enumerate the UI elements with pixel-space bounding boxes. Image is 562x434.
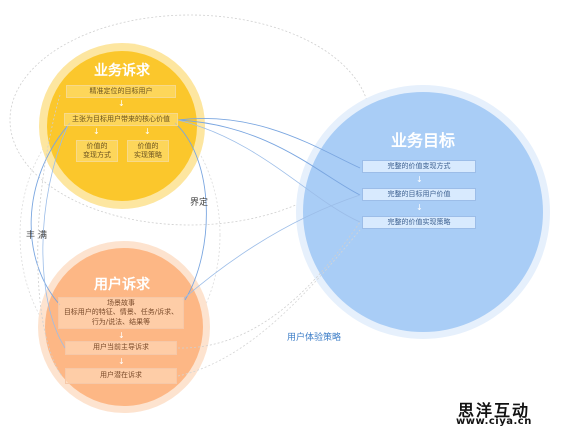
- goal-strategy-box[interactable]: 完整的价值实现策略: [362, 216, 476, 229]
- enrich-label: 丰满: [26, 231, 51, 241]
- goal-user-value-box[interactable]: 完整的目标用户价值: [362, 188, 476, 201]
- down-arrow-icon: ↓: [118, 357, 125, 366]
- link-core-to-scene-left: [30, 122, 71, 306]
- user-demand-title: 用户诉求: [94, 277, 150, 293]
- business-demand-title: 业务诉求: [94, 63, 150, 79]
- link-potential-left: [37, 94, 63, 377]
- monetize-box[interactable]: 价值的变现方式: [76, 140, 118, 162]
- down-arrow-icon: ↓: [118, 99, 125, 108]
- goal-monetize-box[interactable]: 完整的价值变现方式: [362, 160, 476, 173]
- target-user-box[interactable]: 精准定位的目标用户: [66, 85, 176, 98]
- down-arrow-icon: ↓: [144, 127, 151, 136]
- business-goal-circle: [303, 92, 543, 332]
- scene-story-detail-1: 目标用户的特征、情景、任务/诉求、: [63, 308, 179, 317]
- strategy-box[interactable]: 价值的实现策略: [127, 140, 169, 162]
- define-label: 界定: [190, 198, 209, 208]
- brand-watermark: 思洋互动: [458, 401, 531, 420]
- scene-story-title: 场景故事: [107, 299, 135, 308]
- down-arrow-icon: ↓: [416, 203, 423, 212]
- link-core-to-scene: [174, 122, 207, 301]
- business-goal-title: 业务目标: [390, 131, 455, 150]
- link-core-to-goal-2: [177, 119, 361, 196]
- scene-story-box[interactable]: 场景故事 目标用户的特征、情景、任务/诉求、 行为/说法、结果等: [58, 297, 184, 329]
- down-arrow-icon: ↓: [118, 331, 125, 340]
- site-watermark: www.ciya.cn: [456, 416, 532, 427]
- scene-story-detail-2: 行为/说法、结果等: [91, 317, 151, 326]
- potential-demand-box[interactable]: 用户潜在诉求: [65, 368, 177, 384]
- ux-strategy-label: 用户体验策略: [287, 333, 342, 343]
- link-main-left: [42, 124, 69, 349]
- link-core-to-goal: [177, 118, 361, 169]
- link-main-to-goal: [177, 221, 361, 349]
- down-arrow-icon: ↓: [416, 175, 423, 184]
- core-value-box[interactable]: 主张为目标用户带来的核心价值: [64, 113, 178, 126]
- down-arrow-icon: ↓: [93, 127, 100, 136]
- main-demand-box[interactable]: 用户当前主导诉求: [65, 341, 177, 355]
- link-scene-to-goal: [181, 194, 361, 301]
- link-core-to-goal-3: [177, 119, 361, 223]
